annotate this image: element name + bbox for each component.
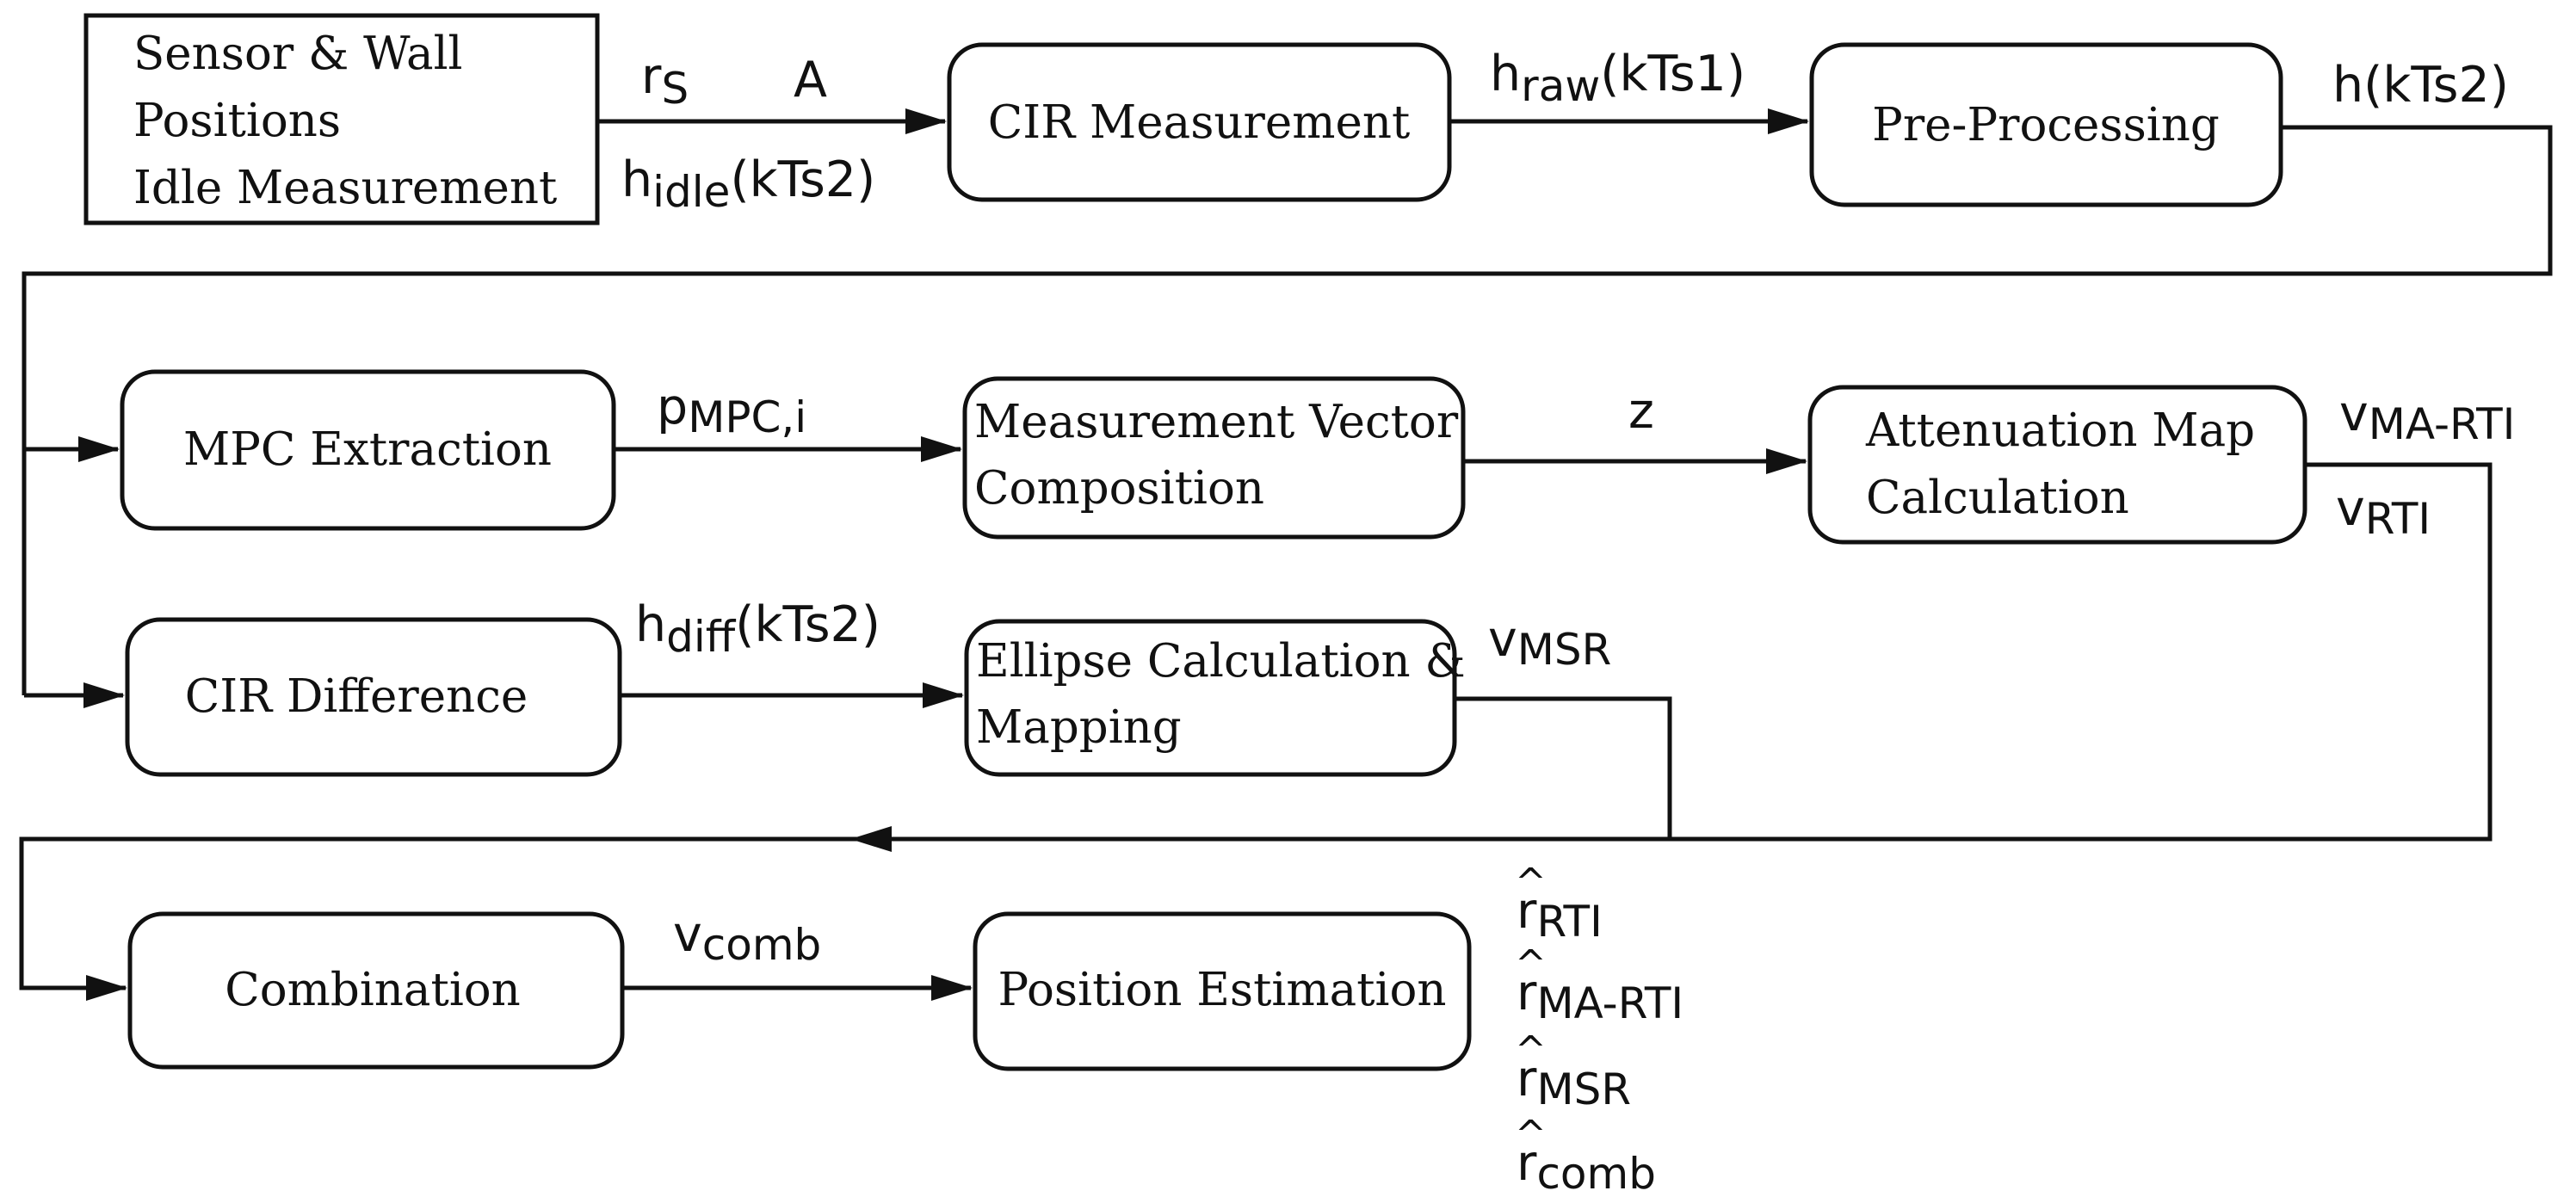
label-z: z: [1628, 383, 1654, 440]
ellipse-calculation-box: Ellipse Calculation & Mapping: [964, 619, 1466, 777]
measurement-vector-line-2: Composition: [974, 462, 1264, 515]
label-v-rti: vRTI: [2336, 480, 2431, 544]
connector-attenuation-return: [850, 462, 2493, 852]
label-r-s: rS: [641, 48, 689, 114]
connector-preprocessing-return: [22, 125, 2553, 695]
label-h-kts2: h(kTs2): [2332, 57, 2509, 114]
label-p-mpc: pMPC,i: [657, 379, 806, 442]
input-box-line-1: Sensor & Wall: [133, 28, 463, 80]
svg-text:rMA-RTI: rMA-RTI: [1517, 965, 1683, 1028]
svg-text:rcomb: rcomb: [1517, 1135, 1656, 1197]
pre-processing-box: Pre-Processing: [1809, 42, 2283, 207]
combination-box: Combination: [127, 911, 625, 1070]
connector-ellipse-return: [1455, 696, 1672, 839]
ellipse-calculation-line-1: Ellipse Calculation &: [976, 635, 1466, 688]
pre-processing-label: Pre-Processing: [1872, 99, 2220, 151]
measurement-vector-line-1: Measurement Vector: [974, 396, 1459, 448]
estimate-hat: ^: [1515, 1113, 1547, 1157]
ellipse-calculation-line-2: Mapping: [976, 701, 1182, 754]
estimate-r-ma-rti: ^ rMA-RTI: [1515, 942, 1683, 1028]
label-v-comb: vcomb: [673, 906, 821, 970]
label-h-diff: hdiff(kTs2): [635, 596, 880, 662]
input-box: Sensor & Wall Positions Idle Measurement: [83, 13, 600, 225]
position-estimation-box: Position Estimation: [973, 911, 1472, 1071]
attenuation-map-line-1: Attenuation Map: [1865, 404, 2255, 457]
cir-measurement-label: CIR Measurement: [988, 96, 1411, 149]
cir-difference-label: CIR Difference: [185, 670, 528, 723]
label-v-ma-rti: vMA-RTI: [2339, 386, 2515, 449]
estimate-r-msr: ^ rMSR: [1515, 1028, 1631, 1114]
cir-difference-box: CIR Difference: [125, 617, 622, 777]
estimate-r-comb: ^ rcomb: [1515, 1113, 1656, 1197]
label-v-msr: vMSR: [1488, 611, 1611, 675]
estimate-hat: ^: [1515, 942, 1547, 986]
label-h-idle: hidle(kTs2): [621, 151, 875, 217]
position-estimation-label: Position Estimation: [998, 964, 1447, 1016]
mpc-extraction-label: MPC Extraction: [183, 423, 552, 476]
connector-to-combination: [19, 836, 852, 1001]
estimate-hat: ^: [1515, 1028, 1547, 1072]
measurement-vector-box: Measurement Vector Composition: [962, 376, 1466, 540]
input-box-line-3: Idle Measurement: [133, 162, 557, 214]
combination-label: Combination: [225, 964, 521, 1016]
attenuation-map-box: Attenuation Map Calculation: [1807, 385, 2307, 545]
label-h-raw: hraw(kTs1): [1490, 46, 1745, 111]
mpc-extraction-box: MPC Extraction: [120, 369, 616, 531]
svg-text:rMSR: rMSR: [1517, 1051, 1631, 1114]
svg-text:rRTI: rRTI: [1517, 883, 1603, 947]
estimate-r-rti: ^ rRTI: [1515, 861, 1603, 947]
cir-measurement-box: CIR Measurement: [947, 42, 1452, 202]
input-box-line-2: Positions: [133, 95, 341, 147]
estimate-hat: ^: [1515, 861, 1547, 904]
label-a: A: [794, 52, 827, 108]
attenuation-map-line-2: Calculation: [1866, 472, 2129, 524]
